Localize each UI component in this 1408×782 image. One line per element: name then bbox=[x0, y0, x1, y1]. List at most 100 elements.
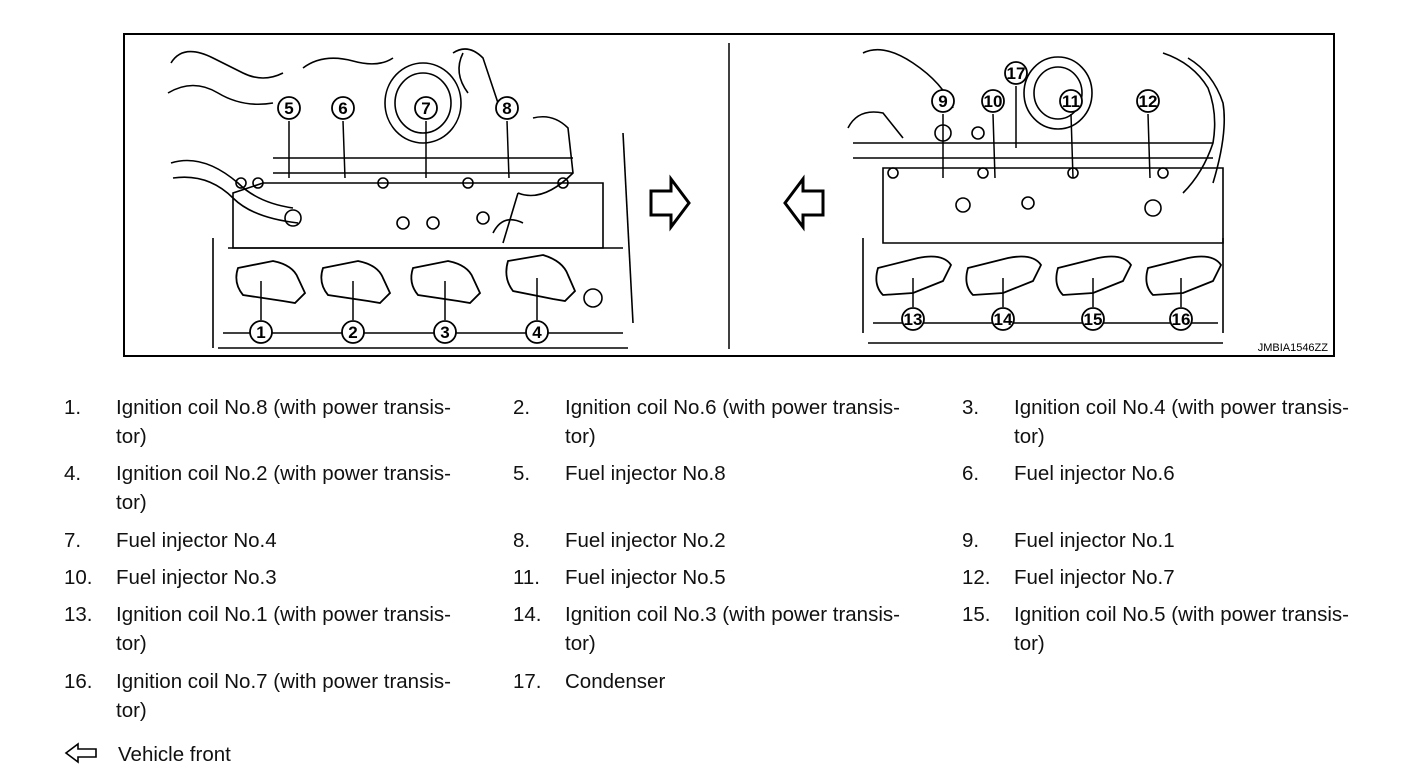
legend-number: 11. bbox=[513, 566, 540, 589]
callout-9-label: 9 bbox=[938, 92, 947, 111]
legend-number: 7. bbox=[64, 529, 82, 552]
legend-number: 12. bbox=[962, 566, 991, 589]
right-ignition-coils bbox=[875, 255, 1223, 296]
callout-5: 5 bbox=[277, 96, 301, 178]
legend-number: 15. bbox=[962, 603, 991, 626]
legend-text-line2: tor) bbox=[565, 425, 596, 448]
legend-row: 7. Fuel injector No.4 8. Fuel injector N… bbox=[0, 526, 1408, 586]
legend-number: 9. bbox=[962, 529, 980, 552]
callout-13-label: 13 bbox=[904, 310, 923, 329]
callout-16-label: 16 bbox=[1172, 310, 1191, 329]
legend-text: Fuel injector No.3 bbox=[116, 566, 277, 589]
callout-15: 15 bbox=[1081, 278, 1105, 331]
legend-number: 8. bbox=[513, 529, 531, 552]
legend-text: Fuel injector No.8 bbox=[565, 462, 726, 485]
callout-10-label: 10 bbox=[984, 92, 1003, 111]
legend-text-line1: Ignition coil No.8 (with power transis- bbox=[116, 396, 451, 419]
legend-text: Fuel injector No.1 bbox=[1014, 529, 1175, 552]
legend-text: Ignition coil No.2 (with power transis-t… bbox=[116, 459, 501, 517]
vehicle-front-legend: Vehicle front bbox=[64, 740, 464, 770]
vehicle-front-label: Vehicle front bbox=[118, 743, 231, 766]
callout-1: 1 bbox=[249, 281, 273, 344]
legend-text: Ignition coil No.6 (with power transis-t… bbox=[565, 393, 950, 451]
callout-11-label: 11 bbox=[1062, 92, 1080, 111]
legend-text-line2: tor) bbox=[116, 632, 147, 655]
legend-row: 1. Ignition coil No.8 (with power transi… bbox=[0, 393, 1408, 453]
legend-text-line2: tor) bbox=[565, 632, 596, 655]
legend-text-line2: tor) bbox=[1014, 425, 1045, 448]
callout-8-label: 8 bbox=[502, 99, 511, 118]
legend-text-line1: Ignition coil No.5 (with power transis- bbox=[1014, 603, 1349, 626]
callout-4-label: 4 bbox=[532, 323, 542, 342]
callout-6-label: 6 bbox=[338, 99, 347, 118]
callout-9: 9 bbox=[931, 89, 955, 178]
callout-17-label: 17 bbox=[1007, 64, 1026, 83]
legend-number: 10. bbox=[64, 566, 93, 589]
callout-2: 2 bbox=[341, 281, 365, 344]
legend-number: 16. bbox=[64, 670, 93, 693]
callout-5-label: 5 bbox=[284, 99, 293, 118]
legend-number: 13. bbox=[64, 603, 93, 626]
left-engine-bank bbox=[167, 48, 634, 349]
callout-3-label: 3 bbox=[440, 323, 449, 342]
legend-text-line2: tor) bbox=[116, 491, 147, 514]
callout-3: 3 bbox=[433, 281, 457, 344]
arrow-right-icon bbox=[649, 174, 691, 232]
callout-11: 11 bbox=[1059, 89, 1083, 179]
legend-text: Fuel injector No.6 bbox=[1014, 462, 1175, 485]
legend-number: 2. bbox=[513, 396, 531, 419]
callout-16: 16 bbox=[1169, 278, 1193, 331]
legend-text: Ignition coil No.7 (with power transis-t… bbox=[116, 667, 501, 725]
legend-text: Ignition coil No.5 (with power transis-t… bbox=[1014, 600, 1399, 658]
callout-10: 10 bbox=[981, 89, 1005, 179]
callout-14: 14 bbox=[991, 278, 1015, 331]
legend-text-line1: Ignition coil No.4 (with power transis- bbox=[1014, 396, 1349, 419]
legend-number: 4. bbox=[64, 462, 82, 485]
callout-13: 13 bbox=[901, 278, 925, 331]
callout-group-right: 17 9 10 11 12 13 14 bbox=[901, 61, 1193, 331]
callout-7: 7 bbox=[414, 96, 438, 178]
legend-text-line1: Ignition coil No.3 (with power transis- bbox=[565, 603, 900, 626]
engine-diagram-svg: 5 6 7 8 1 2 3 bbox=[123, 33, 1335, 357]
figure-code: JMBIA1546ZZ bbox=[1258, 342, 1329, 354]
callout-12-label: 12 bbox=[1139, 92, 1158, 111]
callout-15-label: 15 bbox=[1084, 310, 1103, 329]
legend-row: 4. Ignition coil No.2 (with power transi… bbox=[0, 459, 1408, 519]
legend-number: 1. bbox=[64, 396, 82, 419]
legend-text: Fuel injector No.5 bbox=[565, 566, 726, 589]
callout-17: 17 bbox=[1004, 61, 1028, 148]
legend-number: 5. bbox=[513, 462, 531, 485]
legend-number: 3. bbox=[962, 396, 980, 419]
callout-7-label: 7 bbox=[421, 99, 430, 118]
callout-2-label: 2 bbox=[348, 323, 357, 342]
callout-1-label: 1 bbox=[256, 323, 265, 342]
vehicle-front-arrow-icon bbox=[64, 742, 97, 764]
legend-text-line1: Ignition coil No.1 (with power transis- bbox=[116, 603, 451, 626]
legend-text: Ignition coil No.3 (with power transis-t… bbox=[565, 600, 950, 658]
legend-text: Fuel injector No.7 bbox=[1014, 566, 1175, 589]
legend-row: 13. Ignition coil No.1 (with power trans… bbox=[0, 600, 1408, 660]
callout-group-left: 5 6 7 8 1 2 3 bbox=[249, 96, 549, 344]
legend-text-line1: Ignition coil No.6 (with power transis- bbox=[565, 396, 900, 419]
legend-text: Ignition coil No.4 (with power transis-t… bbox=[1014, 393, 1399, 451]
callout-12: 12 bbox=[1136, 89, 1160, 179]
legend-text: Fuel injector No.4 bbox=[116, 529, 277, 552]
legend-text-line2: tor) bbox=[1014, 632, 1045, 655]
legend-text-line1: Ignition coil No.7 (with power transis- bbox=[116, 670, 451, 693]
legend-number: 6. bbox=[962, 462, 980, 485]
callout-6: 6 bbox=[331, 96, 355, 179]
callout-8: 8 bbox=[495, 96, 519, 179]
legend-text: Ignition coil No.1 (with power transis-t… bbox=[116, 600, 501, 658]
legend-number: 14. bbox=[513, 603, 542, 626]
callout-4: 4 bbox=[525, 278, 549, 344]
legend-row: 10. Fuel injector No.3 11. Fuel injector… bbox=[0, 563, 1408, 623]
engine-diagram: 5 6 7 8 1 2 3 bbox=[123, 33, 1335, 357]
legend-row: 16. Ignition coil No.7 (with power trans… bbox=[0, 667, 1408, 727]
legend-text: Fuel injector No.2 bbox=[565, 529, 726, 552]
arrow-left-icon bbox=[783, 174, 825, 232]
legend-text: Condenser bbox=[565, 670, 666, 693]
legend-text-line1: Ignition coil No.2 (with power transis- bbox=[116, 462, 451, 485]
legend-text-line2: tor) bbox=[116, 699, 147, 722]
callout-14-label: 14 bbox=[994, 310, 1013, 329]
legend-number: 17. bbox=[513, 670, 542, 693]
